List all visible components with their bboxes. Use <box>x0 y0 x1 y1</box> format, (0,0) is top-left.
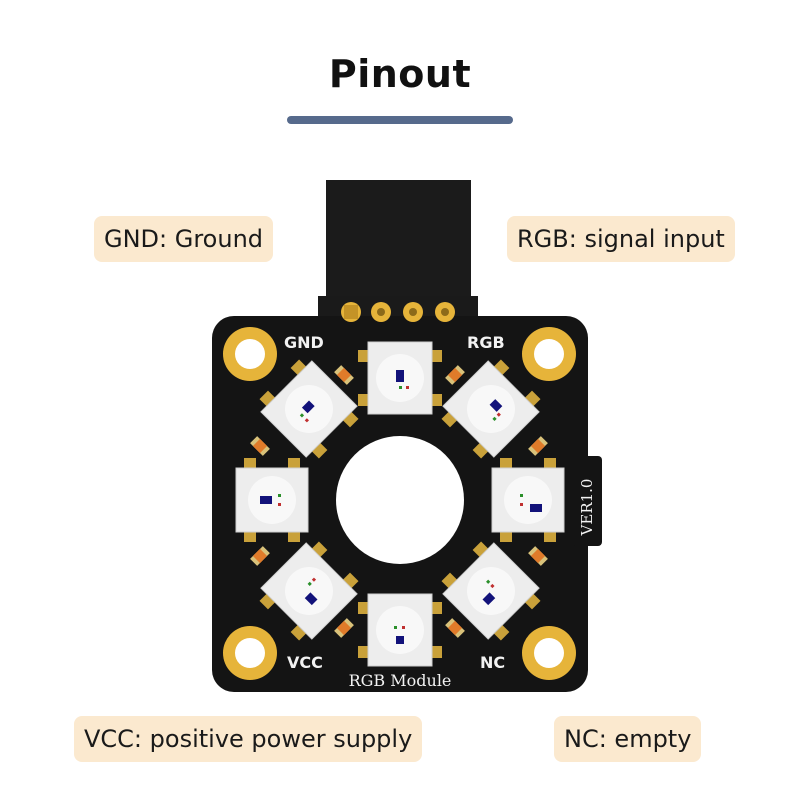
silk-version: VER1.0 <box>578 479 596 537</box>
callout-rgb: RGB: signal input <box>507 216 735 262</box>
led-top-left <box>259 359 359 459</box>
smd-components <box>250 365 548 638</box>
silk-label-nc: NC <box>480 653 505 672</box>
silk-module-name: RGB Module <box>349 671 452 690</box>
silk-label-vcc: VCC <box>287 653 323 672</box>
title-underline <box>287 116 513 124</box>
pcb-edge-tab <box>572 456 602 546</box>
led-bottom-right <box>441 541 541 641</box>
callout-nc: NC: empty <box>554 716 702 762</box>
connector-housing <box>326 180 471 298</box>
led-top-right <box>441 359 541 459</box>
led-bottom <box>358 593 442 667</box>
center-hole <box>336 436 464 564</box>
led-right <box>491 458 565 542</box>
callout-gnd: GND: Ground <box>94 216 274 262</box>
led-ring <box>235 341 565 667</box>
led-left <box>235 458 309 542</box>
mounting-holes <box>223 327 576 680</box>
silk-label-rgb: RGB <box>467 333 505 352</box>
page-title: Pinout <box>328 52 472 96</box>
header-pins <box>341 302 455 322</box>
led-bottom-left <box>259 541 359 641</box>
callout-vcc: VCC: positive power supply <box>74 716 423 762</box>
led-top <box>358 341 442 415</box>
silk-label-gnd: GND <box>284 333 324 352</box>
